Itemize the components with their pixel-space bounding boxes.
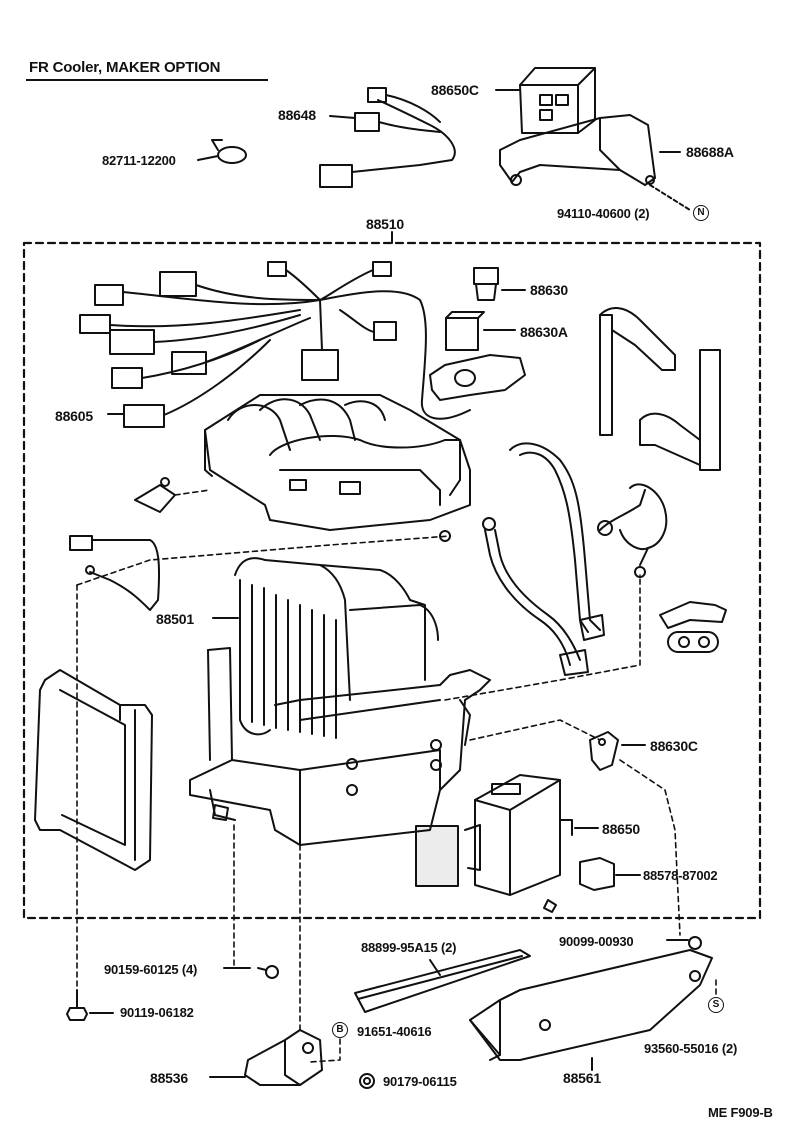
label-88648: 88648 — [278, 107, 316, 123]
upper-case — [204, 394, 471, 542]
bolt-90119 — [66, 989, 114, 1021]
label-88630C: 88630C — [650, 738, 698, 754]
assembly-frame — [22, 241, 762, 920]
harness-88648 — [319, 87, 456, 188]
pipe-clamp — [659, 601, 727, 653]
marker-s-icon: S — [708, 997, 724, 1013]
wire-left-middle — [69, 535, 161, 611]
label-88650C: 88650C — [431, 82, 479, 98]
clip-small — [134, 477, 176, 513]
harness-88605 — [79, 261, 471, 428]
label-88501: 88501 — [156, 611, 194, 627]
nut-90179 — [359, 1073, 375, 1089]
liquid-pipe — [482, 442, 668, 676]
cover-88561 — [469, 949, 713, 1071]
page-title: FR Cooler, MAKER OPTION — [29, 59, 221, 76]
label-88605: 88605 — [55, 408, 93, 424]
label-88578-87002: 88578-87002 — [643, 868, 718, 883]
label-88536: 88536 — [150, 1070, 188, 1086]
thermistor-bracket — [429, 354, 526, 401]
lower-case — [189, 647, 491, 846]
label-88510: 88510 — [366, 216, 404, 232]
label-91651-40616: 91651-40616 — [357, 1024, 432, 1039]
label-90099-00930: 90099-00930 — [559, 934, 634, 949]
label-88561: 88561 — [563, 1070, 601, 1086]
label-90179-06115: 90179-06115 — [383, 1074, 457, 1089]
resistor-88578 — [579, 857, 641, 891]
clamp-82711 — [197, 139, 247, 164]
bracket-88688A — [499, 114, 691, 211]
label-90119-06182: 90119-06182 — [120, 1005, 194, 1020]
relay-88630A — [445, 311, 516, 351]
marker-n-icon: N — [693, 205, 709, 221]
clip-88630C — [589, 731, 646, 771]
label-93560-55016: 93560-55016 (2) — [644, 1041, 738, 1056]
title-underline — [26, 79, 268, 81]
marker-b-icon: B — [332, 1022, 348, 1038]
amplifier-88650 — [415, 774, 599, 913]
switch-88630 — [473, 267, 526, 301]
seal-strip — [354, 949, 531, 1013]
bracket-88536 — [209, 1029, 323, 1086]
dashed-leaders — [76, 489, 717, 1063]
label-88899-95A15: 88899-95A15 (2) — [361, 940, 457, 955]
label-88630A: 88630A — [520, 324, 568, 340]
filter-frame — [34, 669, 153, 871]
suction-pipe-upper — [599, 307, 721, 471]
figure-code: ME F909-B — [708, 1105, 773, 1120]
label-88630: 88630 — [530, 282, 568, 298]
label-94110-40600: 94110-40600 (2) — [557, 206, 650, 221]
evaporator-88501 — [212, 557, 439, 739]
label-90159-60125: 90159-60125 (4) — [104, 962, 198, 977]
nut-90099 — [666, 936, 702, 950]
label-88650: 88650 — [602, 821, 640, 837]
label-82711-12200: 82711-12200 — [102, 153, 176, 168]
bolt-90159 — [223, 965, 279, 979]
label-88688A: 88688A — [686, 144, 734, 160]
